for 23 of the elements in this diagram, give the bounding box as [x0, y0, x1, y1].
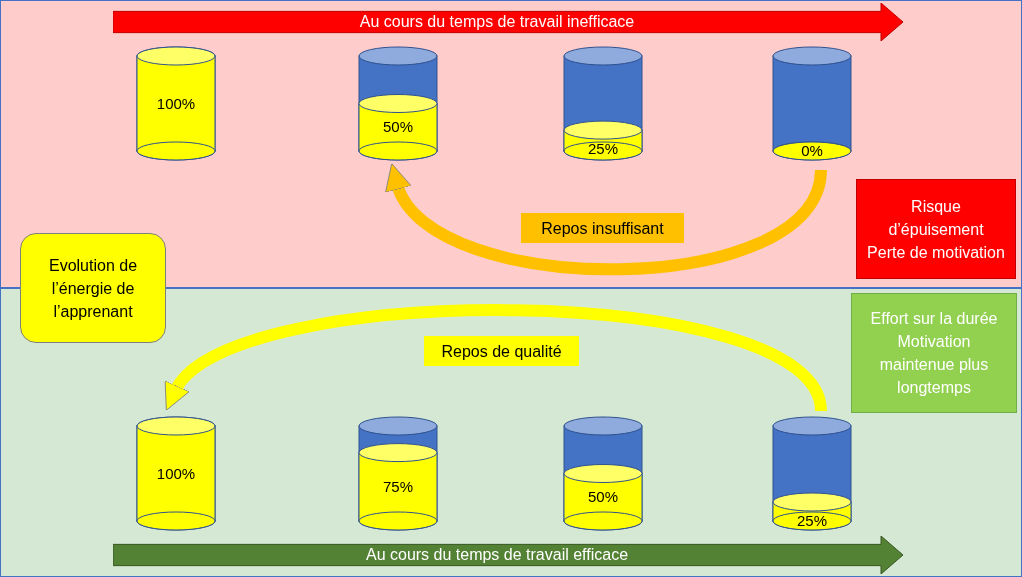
percent-label: 100%	[155, 465, 197, 481]
percent-label: 50%	[382, 119, 414, 135]
percent-label: 75%	[382, 478, 414, 494]
percent-label: 25%	[796, 513, 828, 528]
label-box	[521, 213, 684, 243]
box-text: Repos insuffisant	[541, 218, 664, 239]
box-text: Repos de qualité	[441, 341, 562, 362]
percent-label: 50%	[587, 489, 619, 505]
box-text: Risque d’épuisement	[887, 196, 985, 240]
note-box	[856, 179, 1016, 279]
percent-label: 100%	[155, 95, 197, 111]
arrow-caption: Au cours du temps de travail efficace	[364, 547, 630, 563]
note-box	[20, 233, 166, 343]
percent-label: 25%	[587, 141, 619, 157]
label-box	[424, 336, 579, 366]
box-text: Perte de motivation	[867, 242, 1005, 263]
percent-label: 0%	[800, 143, 824, 158]
box-text: Effort sur la durée	[870, 309, 998, 329]
box-text: Motivation maintenue plus longtemps	[878, 332, 990, 398]
arrow-caption: Au cours du temps de travail inefficace	[358, 14, 636, 30]
note-box	[851, 293, 1017, 413]
box-text: Evolution de l’énergie de l’apprenant	[47, 255, 139, 322]
curved-arrow	[386, 165, 827, 276]
